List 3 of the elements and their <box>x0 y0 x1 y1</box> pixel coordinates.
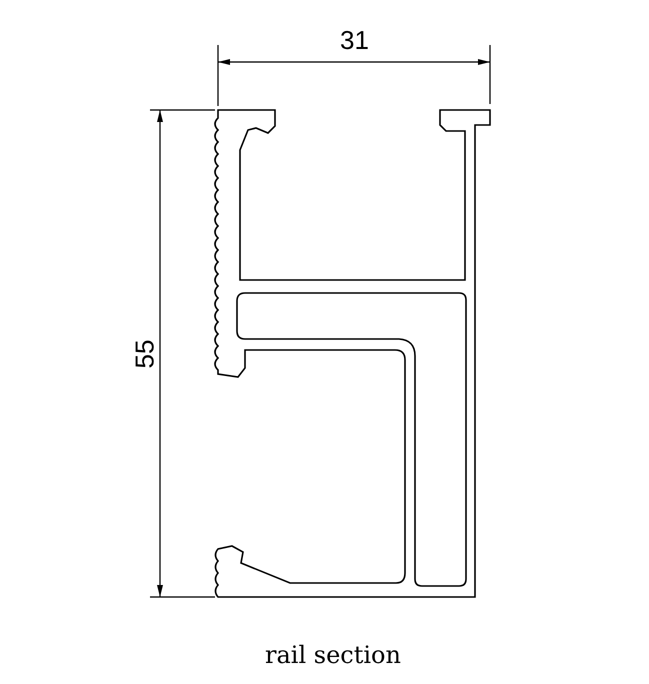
dimension-label: 31 <box>340 27 369 53</box>
caption: rail section <box>265 643 401 667</box>
dimension-label: 55 <box>131 340 158 368</box>
